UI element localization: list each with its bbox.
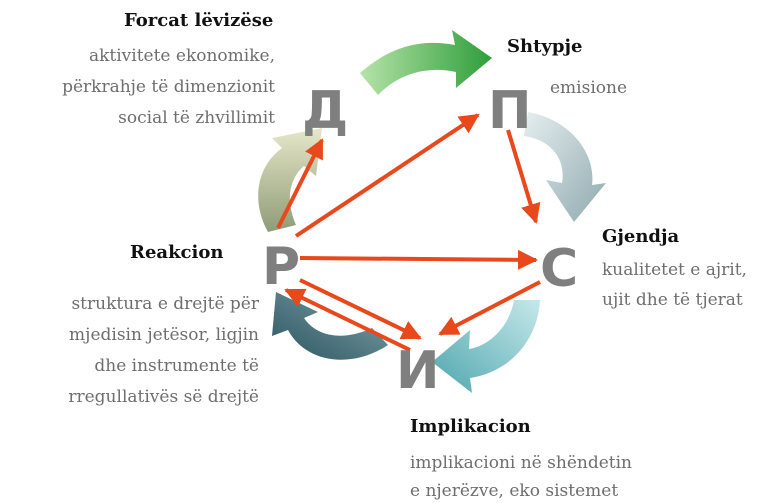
- curve-arrow-s-to-i: [432, 300, 540, 393]
- node-title-s: Gjendja: [602, 226, 680, 247]
- arrow-s-to-i: [438, 280, 541, 336]
- node-text-p-1: emisione: [550, 78, 628, 98]
- node-letter-i: И: [396, 341, 440, 401]
- node-text-r-4: rregullativës së drejtë: [68, 387, 259, 407]
- arrow-r-to-s: [299, 249, 538, 270]
- node-letter-s: С: [540, 239, 578, 299]
- curve-arrow-p-to-s: [524, 112, 606, 222]
- node-letter-r: Р: [262, 237, 300, 297]
- node-title-d: Forcat lëvizëse: [124, 10, 274, 31]
- node-text-r-2: mjedisin jetësor, ligjin: [69, 325, 259, 345]
- curve-arrow-r-to-d: [258, 128, 322, 232]
- node-text-i-1: implikacioni në shëndetin: [410, 453, 632, 473]
- node-text-d-3: social të zhvillimit: [118, 108, 275, 128]
- arrow-r-to-i: [299, 278, 422, 340]
- node-text-d-1: aktivitete ekonomike,: [88, 46, 275, 66]
- node-text-d-2: përkrahje të dimenzionit: [62, 77, 275, 97]
- node-letter-d: Д: [302, 81, 348, 141]
- node-text-s-1: kualitetet e ajrit,: [602, 260, 747, 280]
- node-text-i-2: e njerëzve, eko sistemet: [410, 481, 619, 501]
- node-text-s-2: ujit dhe të tjerat: [602, 290, 743, 310]
- node-letter-p: П: [488, 81, 532, 141]
- arrow-p-to-s: [506, 129, 541, 224]
- node-title-i: Implikacion: [410, 416, 531, 437]
- arrow-r-to-p: [294, 113, 480, 238]
- curve-arrow-d-to-p: [360, 30, 492, 95]
- curve-arrow-i-to-r: [272, 292, 388, 360]
- node-title-r: Reakcion: [130, 242, 224, 263]
- node-title-p: Shtypje: [507, 36, 583, 57]
- arrow-i-to-r: [284, 288, 411, 352]
- arrow-r-to-d: [276, 138, 324, 229]
- node-text-r-3: dhe instrumente të: [94, 356, 259, 376]
- node-text-r-1: struktura e drejtë për: [71, 294, 259, 314]
